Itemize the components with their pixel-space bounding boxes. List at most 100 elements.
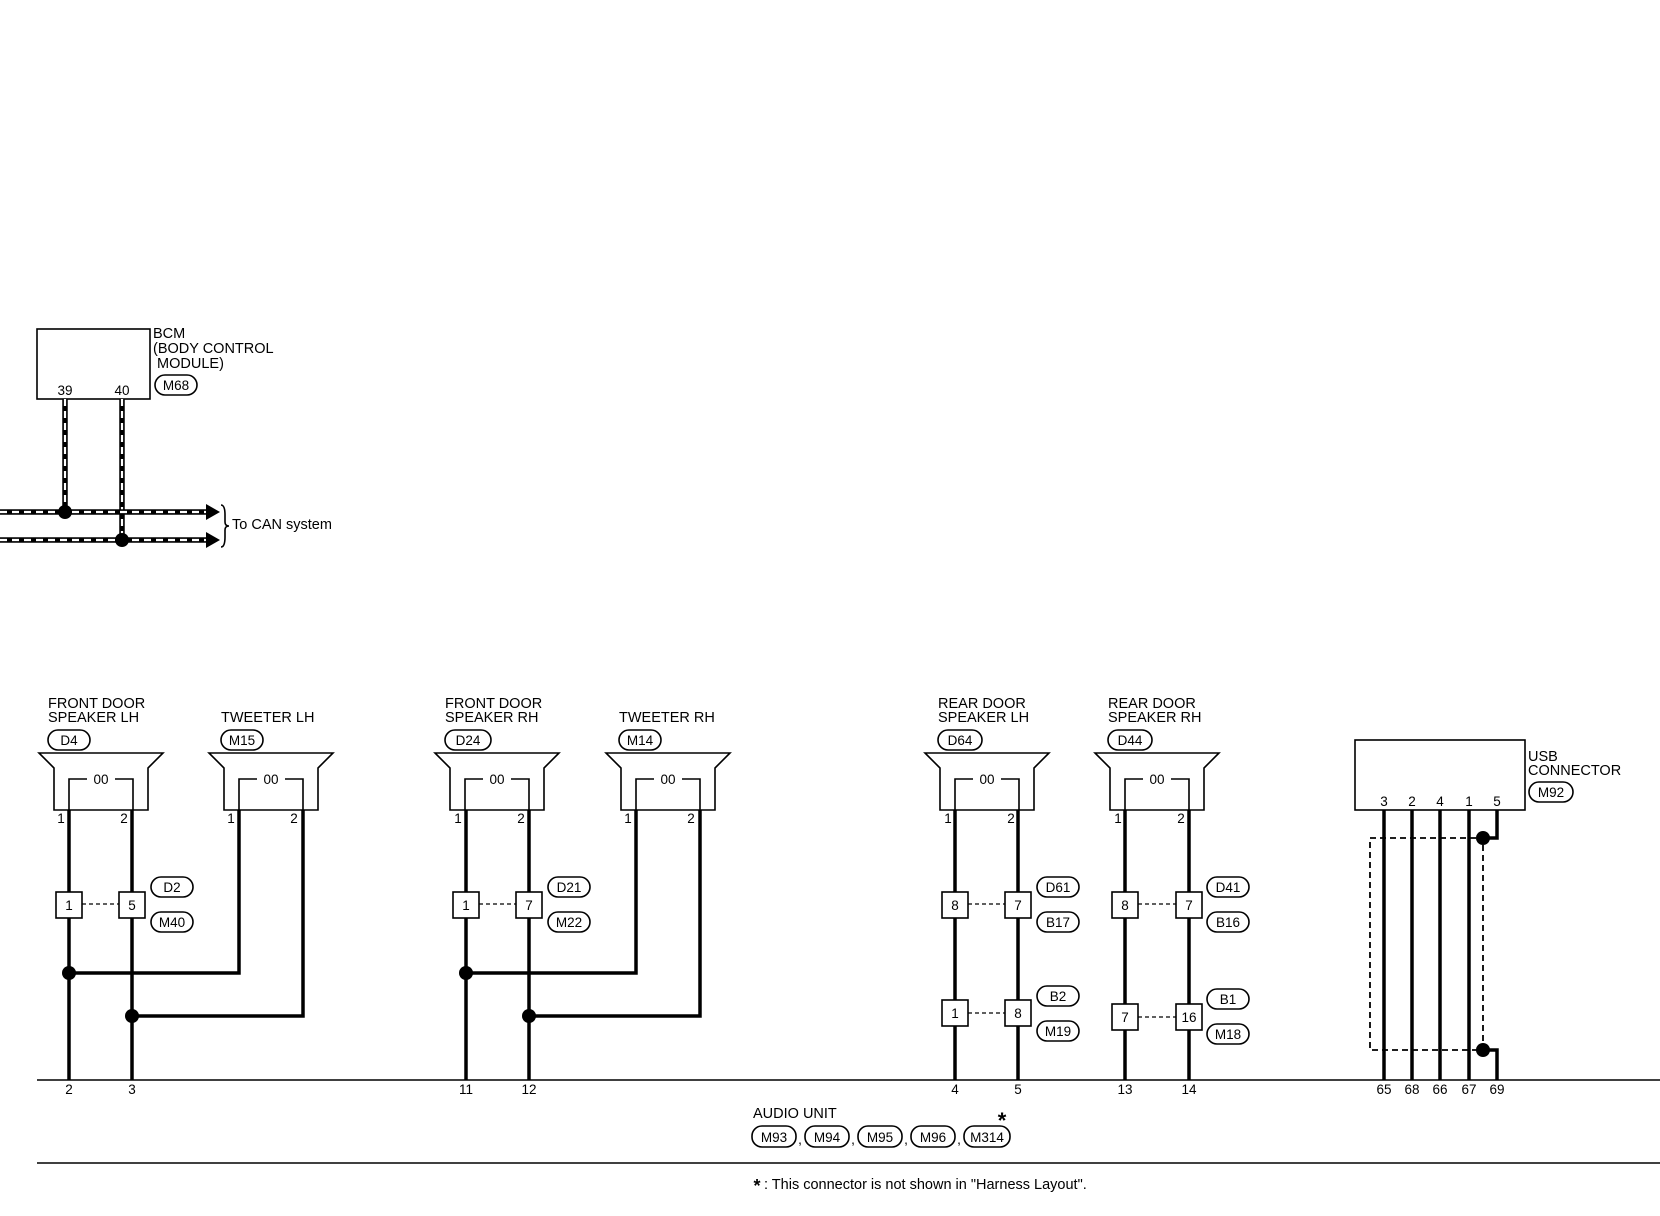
front-door-speaker-rh: FRONT DOOR SPEAKER RH D24 00 1 2 bbox=[433, 696, 561, 826]
speaker-rl-title-1: REAR DOOR bbox=[938, 696, 1026, 712]
can-label: To CAN system bbox=[232, 517, 332, 533]
joint-connector-d2-m40: 1 5 D2 M40 bbox=[55, 876, 194, 933]
joint-j3-left bbox=[941, 891, 969, 919]
joint-connector-b2-m19: 1 8 B2 M19 bbox=[941, 985, 1080, 1042]
audio-connector-separator: , bbox=[904, 1132, 908, 1147]
joint-j2-left bbox=[452, 891, 480, 919]
joint-j4-lower-connector: B16 bbox=[1216, 915, 1240, 930]
speaker-twl-coil-icon: 00 bbox=[263, 772, 278, 787]
joint-j1-left bbox=[55, 891, 83, 919]
audio-pin-67: 67 bbox=[1461, 1082, 1476, 1097]
joint-j3-right bbox=[1004, 891, 1032, 919]
front-door-speaker-lh: FRONT DOOR SPEAKER LH D4 00 1 2 bbox=[37, 696, 165, 826]
speaker-twl-cone bbox=[207, 752, 335, 811]
speaker-fl-title-2: SPEAKER LH bbox=[48, 710, 139, 726]
rear-door-speaker-rh: REAR DOOR SPEAKER RH D44 00 1 2 bbox=[1093, 696, 1221, 826]
can-arrow-low bbox=[206, 532, 220, 548]
joint-j1-upper-connector: D2 bbox=[163, 880, 180, 895]
footnote: * : This connector is not shown in "Harn… bbox=[753, 1176, 1086, 1196]
speaker-wiring bbox=[62, 810, 1191, 1080]
speaker-fr-pin-2: 2 bbox=[517, 811, 525, 826]
speaker-rl-symbol: 00 bbox=[923, 752, 1051, 811]
usb-connector: USB CONNECTOR M92 3 2 4 1 5 bbox=[1354, 739, 1621, 1080]
speaker-rr-cone bbox=[1093, 752, 1221, 811]
joint-j1-lower-connector: M40 bbox=[159, 915, 185, 930]
audio-pin-11: 11 bbox=[459, 1082, 473, 1097]
audio-pin-66: 66 bbox=[1432, 1082, 1447, 1097]
joint-j2-left-pin: 1 bbox=[462, 898, 470, 913]
speaker-rl-connector: D64 bbox=[948, 733, 973, 748]
speaker-rl-title-2: SPEAKER LH bbox=[938, 710, 1029, 726]
speaker-twr-pin-2: 2 bbox=[687, 811, 695, 826]
joint-j2-upper-connector: D21 bbox=[557, 880, 582, 895]
audio-connector-separator: , bbox=[851, 1132, 855, 1147]
usb-pin-1: 1 bbox=[1465, 794, 1473, 809]
speaker-rr-coil-icon: 00 bbox=[1149, 772, 1164, 787]
wire-tweeter-rh-1 bbox=[466, 810, 638, 975]
audio-unit: 2 3 11 12 4 5 13 14 65 68 66 67 69 AUDIO… bbox=[37, 1079, 1660, 1164]
usb-shield-outline bbox=[1369, 837, 1484, 1051]
usb-pin-5: 5 bbox=[1493, 794, 1501, 809]
speaker-rl-connector-badge bbox=[937, 729, 983, 751]
speaker-fr-cone bbox=[433, 752, 561, 811]
audio-unit-label: AUDIO UNIT bbox=[753, 1106, 837, 1122]
joint-connector-d41-b16: 8 7 D41 B16 bbox=[1111, 876, 1250, 933]
can-junction-low bbox=[115, 533, 129, 547]
splice-fl-2 bbox=[125, 1009, 139, 1023]
wire-tweeter-lh-1 bbox=[69, 810, 241, 975]
splice-fl-1 bbox=[62, 966, 76, 980]
speaker-fr-coil-icon: 00 bbox=[489, 772, 504, 787]
audio-connector-asterisk: * bbox=[998, 1108, 1007, 1133]
audio-connector-m95: M95 bbox=[867, 1130, 893, 1145]
audio-pin-4: 4 bbox=[951, 1082, 959, 1097]
audio-pin-65: 65 bbox=[1376, 1082, 1391, 1097]
joint-j5-left-pin: 1 bbox=[951, 1006, 959, 1021]
joint-j4-left-pin: 8 bbox=[1121, 898, 1129, 913]
speaker-rr-title-2: SPEAKER RH bbox=[1108, 710, 1201, 726]
speaker-twr-connector-badge bbox=[618, 729, 662, 751]
splice-fr-2 bbox=[522, 1009, 536, 1023]
footnote-text: : This connector is not shown in "Harnes… bbox=[764, 1177, 1087, 1193]
speaker-twr-coil-icon: 00 bbox=[660, 772, 675, 787]
speaker-rl-pin-1: 1 bbox=[944, 811, 952, 826]
bcm-title-line-3: MODULE) bbox=[153, 356, 224, 372]
tweeter-rh: TWEETER RH M14 00 1 2 bbox=[604, 710, 732, 826]
wire-tweeter-lh-2 bbox=[132, 810, 305, 1018]
speaker-rr-title-1: REAR DOOR bbox=[1108, 696, 1196, 712]
joint-j4-right bbox=[1175, 891, 1203, 919]
joint-j2-right bbox=[515, 891, 543, 919]
joint-j3-left-pin: 8 bbox=[951, 898, 959, 913]
splice-fr-1 bbox=[459, 966, 473, 980]
wire-tweeter-rh-2 bbox=[529, 810, 702, 1018]
usb-connector-badge bbox=[1528, 781, 1574, 803]
joint-j5-lower-connector: M19 bbox=[1045, 1024, 1071, 1039]
audio-connector-m96: M96 bbox=[920, 1130, 946, 1145]
audio-connector-m93: M93 bbox=[761, 1130, 787, 1145]
speaker-fl-connector-badge bbox=[47, 729, 91, 751]
speaker-rr-connector: D44 bbox=[1118, 733, 1143, 748]
bcm-title-line-1: BCM bbox=[153, 326, 185, 342]
speaker-fr-title-2: SPEAKER RH bbox=[445, 710, 538, 726]
bcm-connector-badge bbox=[154, 374, 198, 396]
usb-pin-2: 2 bbox=[1408, 794, 1416, 809]
speaker-twr-cone bbox=[604, 752, 732, 811]
audio-pin-2: 2 bbox=[65, 1082, 73, 1097]
joint-connector-d61-b17: 8 7 D61 B17 bbox=[941, 876, 1080, 933]
joint-j4-right-pin: 7 bbox=[1185, 898, 1193, 913]
bcm-pin-40: 40 bbox=[114, 383, 129, 398]
joint-j5-right-pin: 8 bbox=[1014, 1006, 1022, 1021]
usb-connector-label: M92 bbox=[1538, 785, 1564, 800]
joint-j4-left bbox=[1111, 891, 1139, 919]
bcm-box bbox=[36, 328, 151, 400]
joint-j6-lower-connector: M18 bbox=[1215, 1027, 1241, 1042]
audio-connector-m314: M314 bbox=[970, 1130, 1004, 1145]
bcm-title-line-2: (BODY CONTROL bbox=[153, 341, 274, 357]
joint-j6-left bbox=[1111, 1003, 1139, 1031]
audio-pin-14: 14 bbox=[1181, 1082, 1197, 1097]
bcm-pin-39: 39 bbox=[57, 383, 72, 398]
usb-pin-3: 3 bbox=[1380, 794, 1388, 809]
joint-j2-right-pin: 7 bbox=[525, 898, 533, 913]
joint-j3-upper-connector: D61 bbox=[1046, 880, 1071, 895]
can-bus: To CAN system bbox=[0, 399, 332, 548]
